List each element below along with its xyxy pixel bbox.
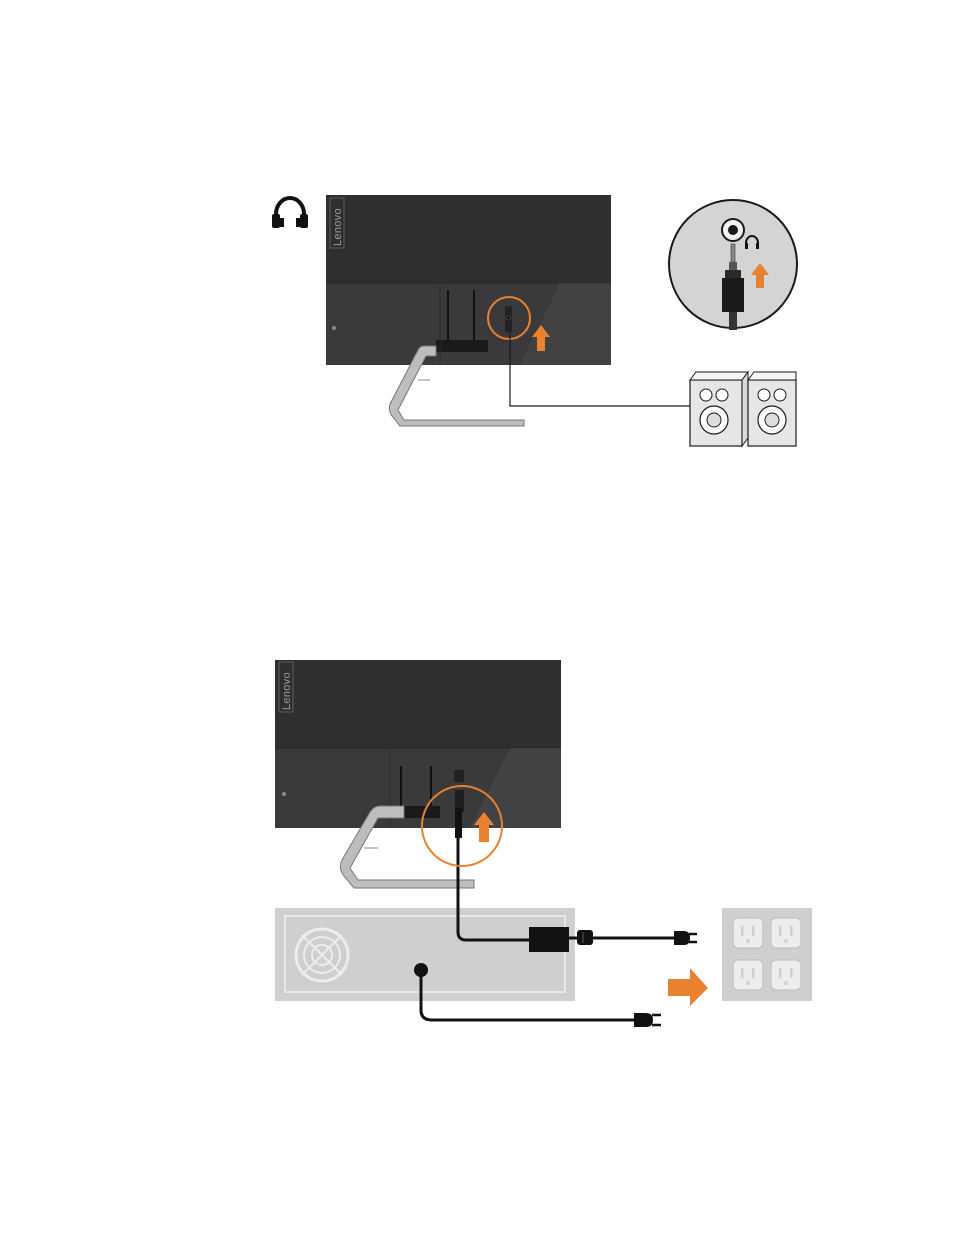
- computer-panel: [275, 908, 575, 1001]
- speaker-icon: [748, 372, 796, 446]
- brand-label: Lenovo: [281, 672, 293, 710]
- audio-jack-zoom: [669, 200, 797, 330]
- monitor-back: Lenovo: [275, 660, 561, 828]
- power-plug-icon: [674, 931, 697, 945]
- brand-label: Lenovo: [332, 208, 344, 246]
- orange-arrow-icon: [668, 968, 708, 1006]
- wall-outlet-icon: [722, 908, 812, 1001]
- fan-grille-icon: [296, 929, 348, 981]
- power-plug-icon: [634, 1013, 661, 1027]
- speaker-icon: [690, 372, 748, 446]
- monitor-back: Lenovo: [326, 195, 611, 365]
- headphone-icon: [272, 198, 308, 228]
